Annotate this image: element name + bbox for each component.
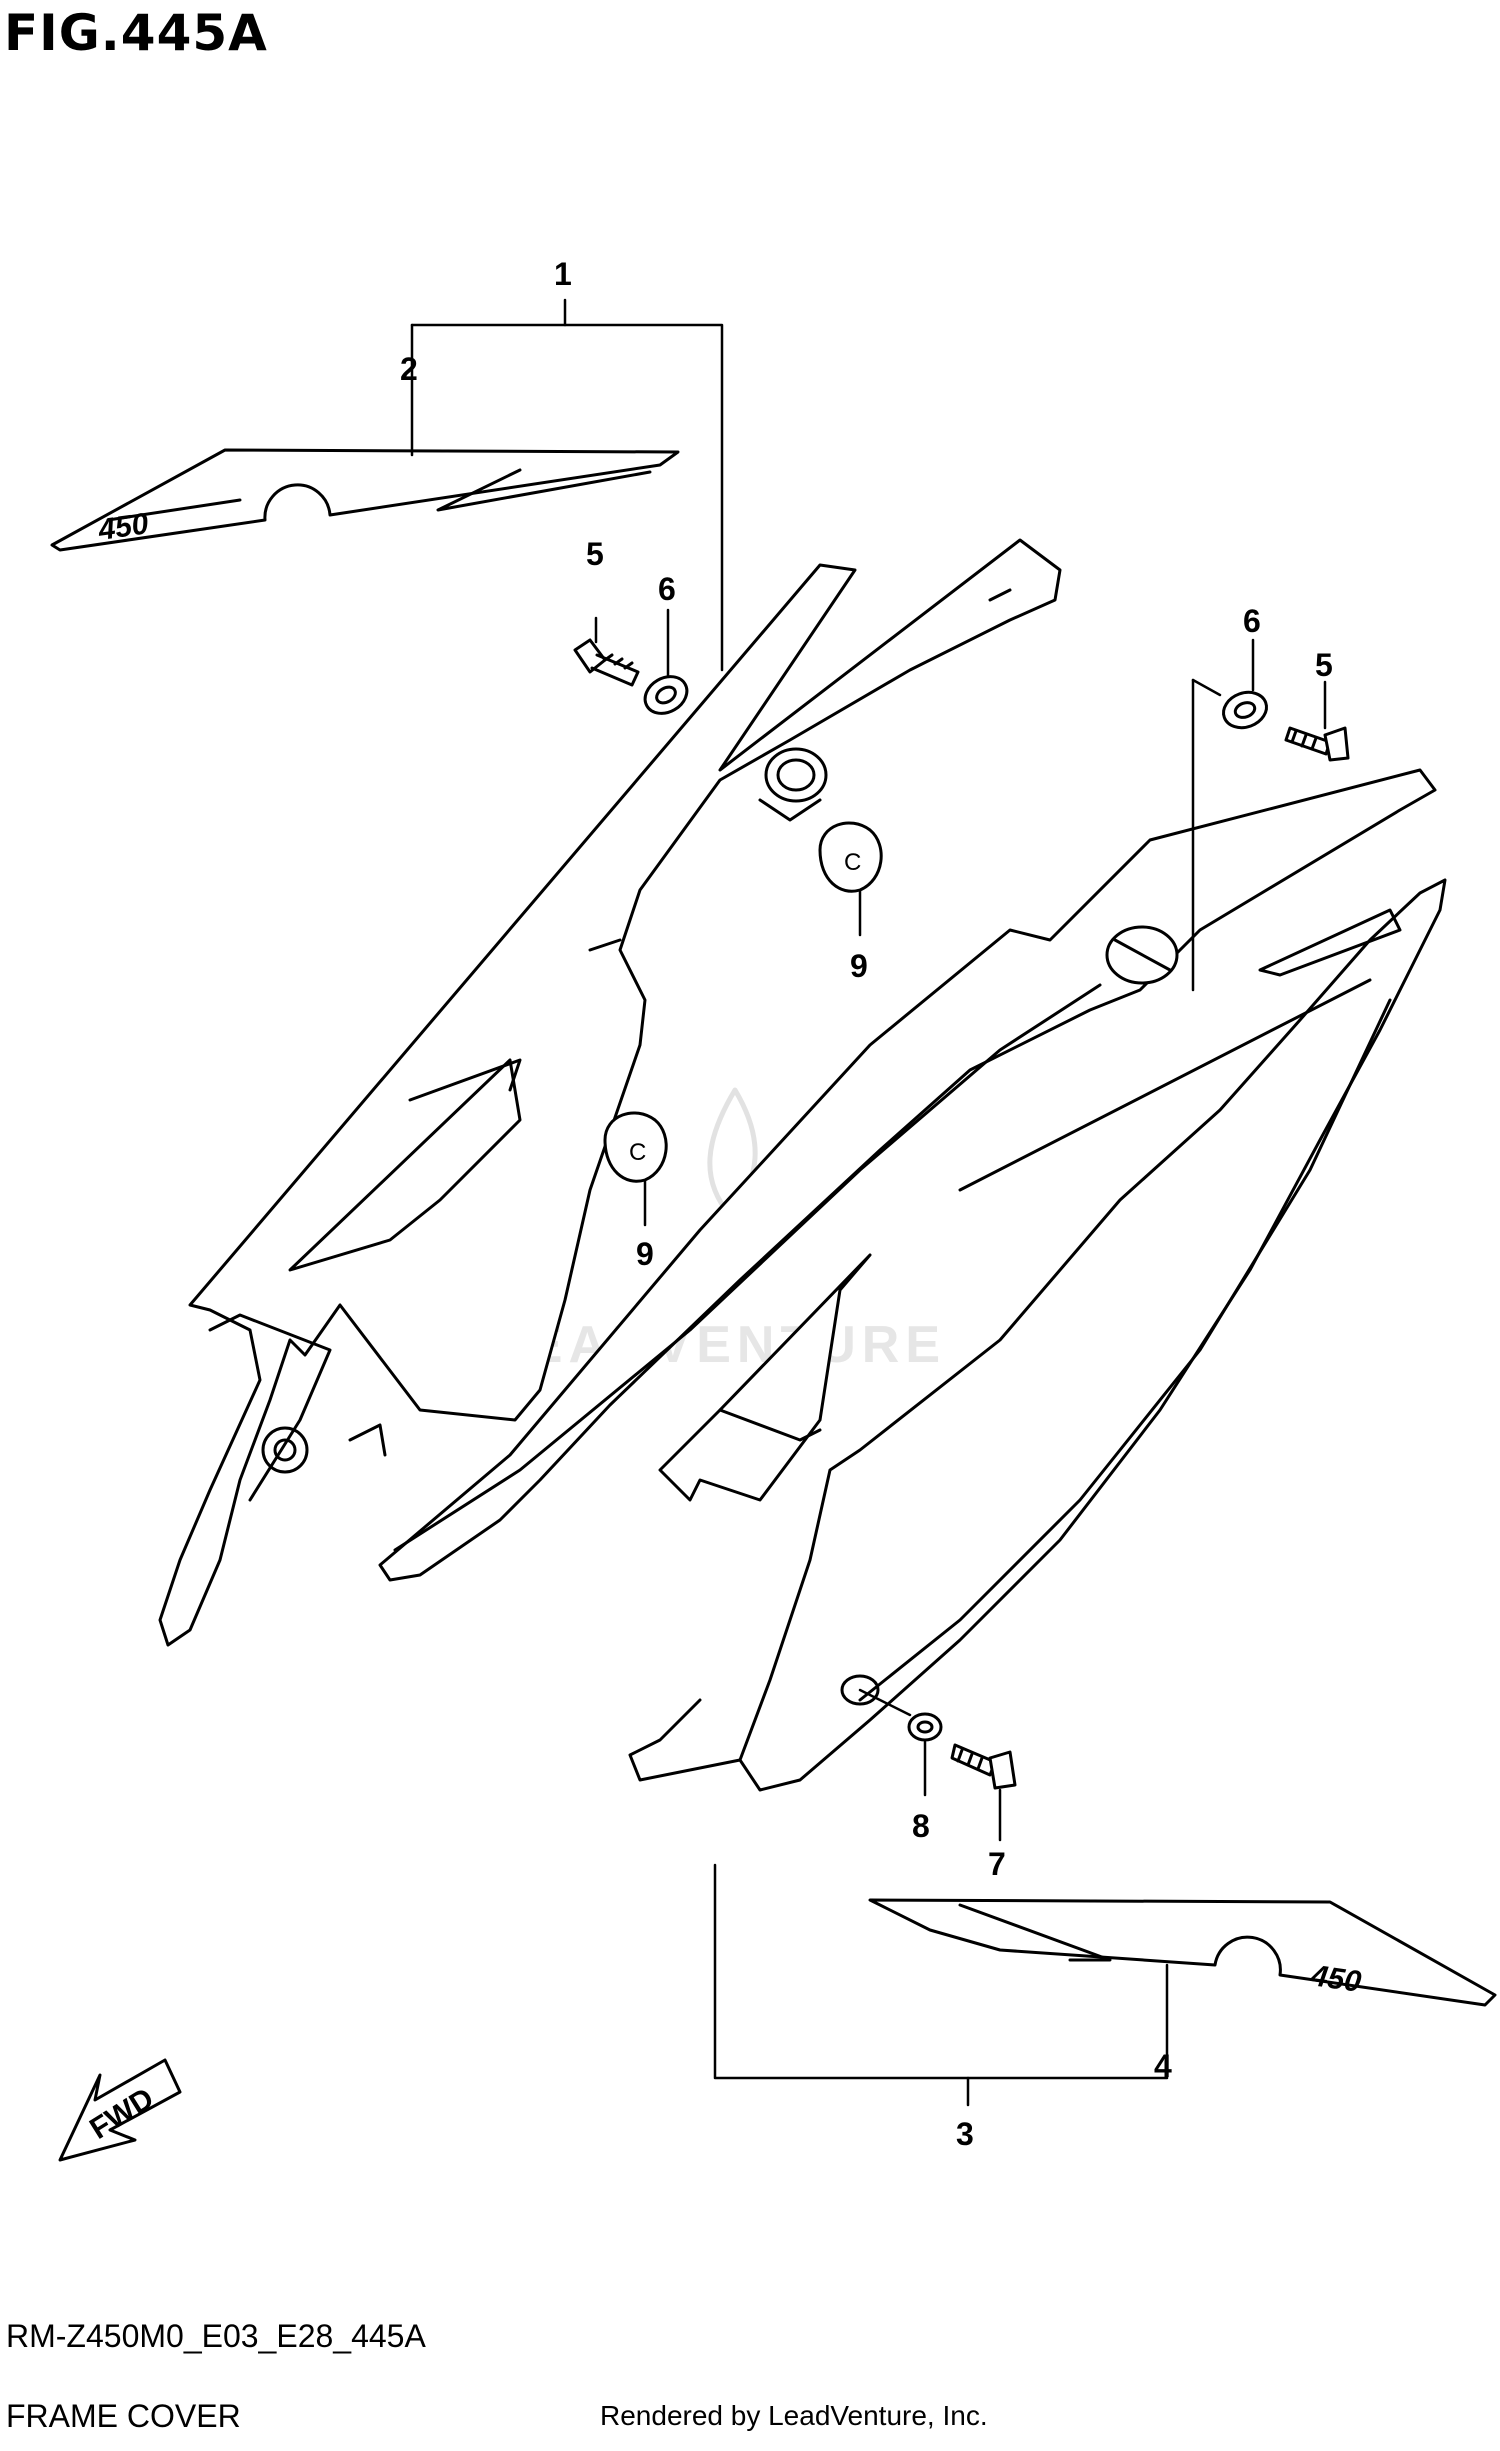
svg-text:C: C bbox=[629, 1139, 646, 1166]
callout-7: 7 bbox=[988, 1846, 1006, 1882]
grommet-part-9-upper: C bbox=[818, 821, 883, 893]
washer-part-6-right bbox=[1222, 690, 1268, 730]
callout-6-left: 6 bbox=[658, 571, 676, 607]
decal-left-text: 450 bbox=[95, 507, 150, 547]
fwd-direction-arrow: FWD bbox=[58, 2058, 182, 2162]
callout-5-right: 5 bbox=[1315, 647, 1333, 683]
callout-2: 2 bbox=[400, 351, 418, 387]
svg-text:C: C bbox=[844, 849, 861, 876]
bracket-3-4 bbox=[713, 1863, 1169, 2080]
bolt-part-5-left bbox=[573, 638, 640, 687]
grommet-part-9-lower: C bbox=[603, 1111, 668, 1183]
bracket-1-2 bbox=[410, 323, 724, 672]
callout-3: 3 bbox=[956, 2116, 974, 2152]
watermark: LEADVENTURE bbox=[490, 1087, 946, 1374]
decal-left-part-2: 450 bbox=[50, 448, 680, 552]
figure-name: FRAME COVER bbox=[6, 2398, 241, 2434]
callout-5-left: 5 bbox=[586, 536, 604, 572]
bolt-part-5-right bbox=[1284, 726, 1350, 762]
figure-title: FIG.445A bbox=[4, 4, 268, 62]
callout-9-lower: 9 bbox=[636, 1236, 654, 1272]
bolt-part-7 bbox=[950, 1743, 1017, 1790]
decal-right-text: 450 bbox=[1308, 1959, 1363, 1999]
watermark-text: LEADVENTURE bbox=[490, 1316, 946, 1374]
callout-6-right: 6 bbox=[1243, 603, 1261, 639]
render-credit: Rendered by LeadVenture, Inc. bbox=[600, 2400, 988, 2431]
figure-code: RM-Z450M0_E03_E28_445A bbox=[6, 2318, 426, 2354]
callout-9-upper: 9 bbox=[850, 948, 868, 984]
callout-8: 8 bbox=[912, 1808, 930, 1844]
callout-numbers: 1 2 5 6 6 5 9 9 8 7 4 3 bbox=[400, 256, 1333, 2152]
washer-part-6-left bbox=[643, 675, 689, 715]
frame-cover-right-part-3 bbox=[378, 768, 1447, 1792]
decal-right-part-4: 450 bbox=[868, 1898, 1497, 2007]
washer-part-8 bbox=[907, 1712, 943, 1742]
callout-4: 4 bbox=[1154, 2048, 1172, 2084]
frame-cover-left-part-1 bbox=[158, 538, 1062, 1647]
callout-1: 1 bbox=[554, 256, 572, 292]
